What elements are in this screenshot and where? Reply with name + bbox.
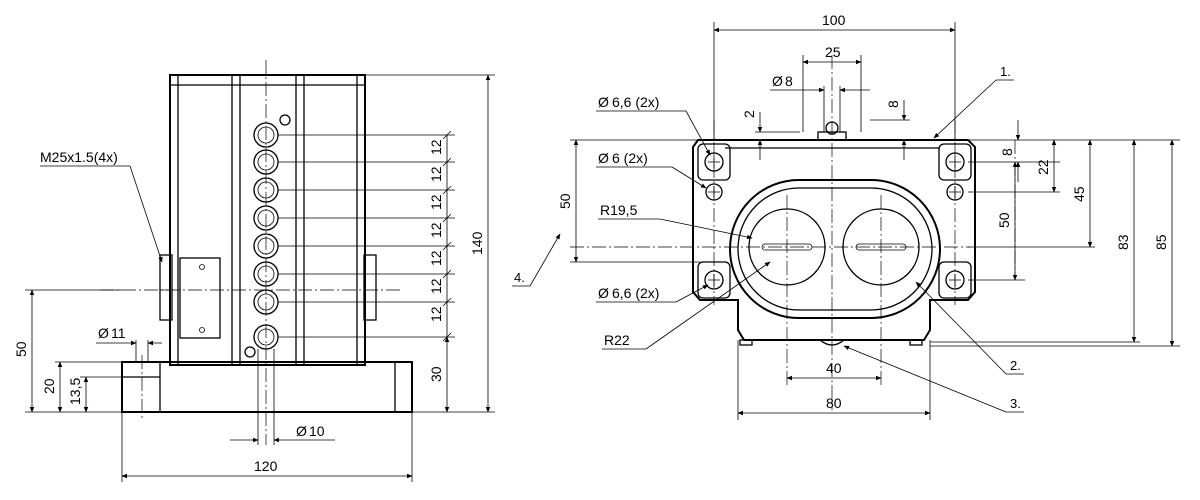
dim-25: 25 xyxy=(825,44,841,60)
pitch-label-6: 12 xyxy=(428,278,444,294)
dim-50-front-left: 50 xyxy=(557,193,573,209)
dim-20-side: 20 xyxy=(41,378,57,394)
front-extension-lines xyxy=(570,139,1180,347)
dim-8-top: 8 xyxy=(885,100,901,108)
callout-1: 1. xyxy=(1000,64,1011,79)
dim-8-right: 8 xyxy=(999,148,1015,156)
dim-30: 30 xyxy=(428,366,444,382)
pitch-label-1: 12 xyxy=(428,139,444,155)
diameter-symbol-11: Ø xyxy=(98,325,109,341)
dim-d11: 11 xyxy=(111,325,126,341)
pitch-ticks xyxy=(442,130,452,342)
pitch-label-4: 12 xyxy=(428,222,444,238)
dim-120: 120 xyxy=(254,458,278,474)
gland-left xyxy=(159,254,173,321)
dim-85: 85 xyxy=(1153,234,1169,250)
dim-13-5-side: 13,5 xyxy=(67,378,83,405)
pitch-extension-lines xyxy=(278,74,495,413)
diameter-symbol-6: Ø xyxy=(598,150,609,166)
callout-2: 2. xyxy=(1010,358,1021,373)
terminal-box xyxy=(179,257,221,339)
pitch-label-7: 12 xyxy=(428,306,444,322)
dim-50-side: 50 xyxy=(13,341,29,357)
thread-label: M25x1.5(4x) xyxy=(40,149,118,165)
window-inner xyxy=(737,187,933,311)
hole-top-label: 6,6 (2x) xyxy=(612,94,659,110)
hole-bottom-label: 6,6 (2x) xyxy=(612,285,659,301)
gland-right xyxy=(363,254,377,321)
pitch-label-2: 12 xyxy=(428,166,444,182)
dim-2: 2 xyxy=(741,110,757,118)
pitch-label-3: 12 xyxy=(428,194,444,210)
radius-large-label: R22 xyxy=(604,332,630,348)
callout-4: 4. xyxy=(514,270,525,285)
pitch-label-5: 12 xyxy=(428,250,444,266)
callout-3: 3. xyxy=(1010,396,1021,411)
diameter-symbol-10: Ø xyxy=(296,423,307,439)
hole-column xyxy=(244,114,291,358)
dim-40: 40 xyxy=(826,360,842,376)
dim-22: 22 xyxy=(1035,159,1051,175)
side-view: 12 12 12 12 12 12 12 30 140 50 20 13,5 Ø… xyxy=(13,60,495,482)
dim-45: 45 xyxy=(1071,186,1087,202)
window-outer xyxy=(729,179,941,319)
front-view: 100 25 Ø 8 2 8 50 8 50 22 xyxy=(512,12,1180,420)
dim-83: 83 xyxy=(1115,234,1131,250)
dim-d8: 8 xyxy=(785,73,793,89)
diameter-symbol-66-bottom: Ø xyxy=(598,285,609,301)
dim-50-front-right: 50 xyxy=(996,212,1012,228)
dim-100: 100 xyxy=(822,12,846,28)
hole-mid-label: 6 (2x) xyxy=(612,150,648,166)
side-housing-outline xyxy=(169,74,366,366)
front-body-outline xyxy=(692,139,976,341)
dim-140: 140 xyxy=(469,231,485,255)
diameter-symbol-66-top: Ø xyxy=(598,94,609,110)
radius-small-label: R19,5 xyxy=(600,202,638,218)
dim-80: 80 xyxy=(826,395,842,411)
side-base-outline xyxy=(121,361,413,413)
dim-d10: 10 xyxy=(309,423,325,439)
diameter-symbol-8: Ø xyxy=(772,73,783,89)
